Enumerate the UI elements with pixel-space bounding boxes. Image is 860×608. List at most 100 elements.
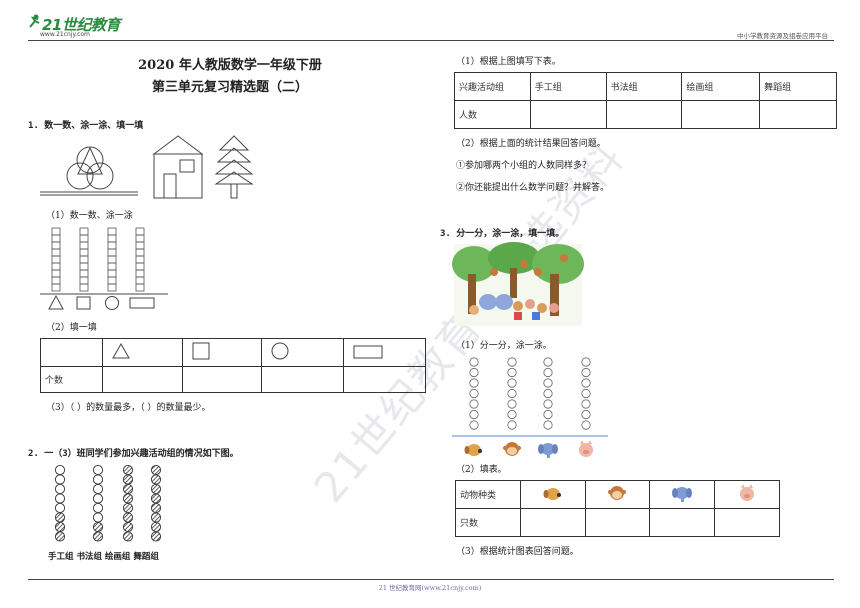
q3-animal-scene-image: [452, 242, 584, 326]
monkey-icon: [503, 442, 521, 456]
tally-circle[interactable]: [507, 367, 517, 378]
count-square[interactable]: [135, 248, 145, 257]
bead: [54, 464, 66, 476]
q1-answer-cell[interactable]: [261, 366, 345, 393]
count-square[interactable]: [107, 276, 117, 285]
tally-circle[interactable]: [581, 357, 591, 367]
tally-circle[interactable]: [507, 420, 517, 430]
q1-table-rectangle-cell: [343, 338, 426, 367]
tally-circle[interactable]: [543, 399, 553, 409]
q2-answer-cell[interactable]: [759, 100, 837, 129]
tally-circle[interactable]: [581, 388, 591, 399]
count-square[interactable]: [79, 276, 89, 285]
count-square[interactable]: [135, 227, 145, 236]
tally-circle[interactable]: [581, 399, 591, 409]
count-square[interactable]: [135, 283, 145, 292]
bead: [92, 493, 104, 504]
count-square[interactable]: [79, 255, 89, 264]
count-square[interactable]: [107, 269, 117, 278]
bead: [122, 512, 134, 523]
count-square[interactable]: [51, 283, 61, 292]
tally-circle[interactable]: [469, 399, 479, 409]
tally-circle[interactable]: [581, 409, 591, 420]
count-square[interactable]: [107, 234, 117, 243]
count-square[interactable]: [79, 241, 89, 250]
q1-shapes-figure-1: [40, 146, 138, 196]
tally-circle[interactable]: [507, 378, 517, 388]
triangle-icon: [111, 342, 130, 359]
count-square[interactable]: [51, 262, 61, 271]
count-square[interactable]: [135, 255, 145, 264]
q3-table-dog-cell: [519, 480, 586, 509]
tally-circle[interactable]: [507, 388, 517, 399]
count-square[interactable]: [107, 283, 117, 292]
q3-answer-cell[interactable]: [649, 508, 716, 537]
tally-circle[interactable]: [507, 409, 517, 420]
count-square[interactable]: [51, 234, 61, 243]
tally-circle[interactable]: [469, 388, 479, 399]
count-square[interactable]: [135, 241, 145, 250]
count-square[interactable]: [107, 227, 117, 236]
bead: [54, 493, 66, 504]
q1-answer-cell[interactable]: [101, 366, 183, 393]
count-square[interactable]: [107, 262, 117, 271]
count-square[interactable]: [135, 262, 145, 271]
count-square[interactable]: [107, 248, 117, 257]
count-square[interactable]: [51, 269, 61, 278]
count-square[interactable]: [51, 255, 61, 264]
count-square[interactable]: [107, 241, 117, 250]
q2-answer-cell[interactable]: [529, 100, 607, 129]
q2-answer-cell[interactable]: [681, 100, 761, 129]
q3-sub2: （2）填表。: [456, 465, 507, 475]
tally-circle[interactable]: [543, 367, 553, 378]
circle-icon: [105, 296, 119, 310]
tally-circle[interactable]: [469, 357, 479, 367]
tally-circle[interactable]: [543, 409, 553, 420]
q1-answer-cell[interactable]: [181, 366, 263, 393]
q3-answer-cell[interactable]: [584, 508, 651, 537]
count-square[interactable]: [79, 227, 89, 236]
tally-circle[interactable]: [543, 388, 553, 399]
tally-circle[interactable]: [507, 399, 517, 409]
q1-answer-cell[interactable]: [343, 366, 426, 393]
count-square[interactable]: [51, 241, 61, 250]
count-square[interactable]: [79, 262, 89, 271]
tally-circle[interactable]: [469, 420, 479, 430]
count-square[interactable]: [51, 227, 61, 236]
count-square[interactable]: [135, 234, 145, 243]
count-square[interactable]: [79, 269, 89, 278]
bead: [122, 474, 134, 485]
bead: [150, 521, 162, 533]
q2-answer-cell[interactable]: [605, 100, 683, 129]
tally-circle[interactable]: [581, 367, 591, 378]
count-square[interactable]: [51, 248, 61, 257]
q1-sub1: （1）数一数、涂一涂: [46, 211, 133, 221]
tally-circle[interactable]: [469, 409, 479, 420]
count-square[interactable]: [107, 255, 117, 264]
bead: [150, 464, 162, 476]
runner-logo-icon: [29, 14, 40, 28]
tally-circle[interactable]: [469, 367, 479, 378]
q3-answer-cell[interactable]: [519, 508, 586, 537]
count-square[interactable]: [135, 276, 145, 285]
tally-circle[interactable]: [543, 357, 553, 367]
q3-sub3: （3）根据统计图表回答问题。: [456, 547, 579, 557]
dog-icon: [464, 444, 482, 456]
q1-table-triangle-cell: [101, 338, 183, 367]
footer-divider: [28, 579, 834, 580]
header-divider: [28, 40, 834, 41]
tally-circle[interactable]: [507, 357, 517, 367]
count-square[interactable]: [79, 248, 89, 257]
count-square[interactable]: [79, 234, 89, 243]
count-square[interactable]: [79, 283, 89, 292]
tally-circle[interactable]: [543, 378, 553, 388]
count-square[interactable]: [135, 269, 145, 278]
tally-circle[interactable]: [581, 378, 591, 388]
q3-answer-cell[interactable]: [714, 508, 780, 537]
tally-circle[interactable]: [581, 420, 591, 430]
count-square[interactable]: [51, 276, 61, 285]
tally-circle[interactable]: [543, 420, 553, 430]
q1-sub3: （3）（ ）的数量最多，（ ）的数量最少。: [46, 403, 211, 413]
tally-circle[interactable]: [469, 378, 479, 388]
bead: [92, 502, 104, 514]
